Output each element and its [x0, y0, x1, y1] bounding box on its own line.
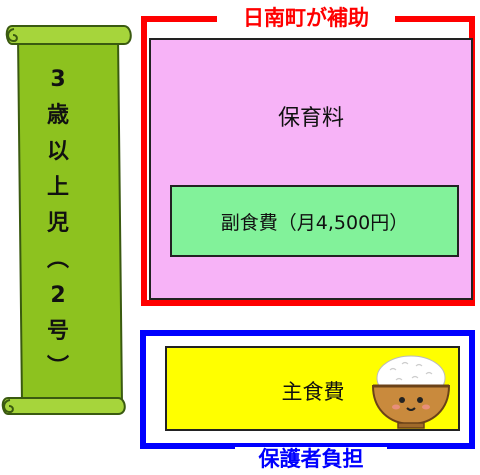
- category-char: ︵: [46, 247, 69, 272]
- rice-bowl-icon: [368, 352, 454, 430]
- childcare-fee-box: [149, 38, 473, 300]
- category-char: 以: [46, 139, 69, 164]
- side-dish-fee-box: 副食費（月4,500円）: [170, 185, 459, 257]
- category-char: 号: [46, 319, 69, 344]
- side-dish-fee-label: 副食費（月4,500円）: [220, 211, 409, 234]
- category-char: 上: [46, 175, 69, 200]
- category-label: 3 歳 以 上 児 ︵ 2 号 ︶: [30, 62, 86, 386]
- staple-food-fee-label: 主食費: [281, 380, 345, 404]
- category-char: 2: [50, 283, 66, 308]
- subsidy-title: 日南町が補助: [217, 4, 395, 32]
- childcare-fee-label: 保育料: [277, 106, 344, 131]
- category-char: ︶: [46, 355, 69, 380]
- guardian-title: 保護者負担: [235, 447, 387, 471]
- category-char: 児: [46, 211, 69, 236]
- guardian-frame: [140, 330, 475, 449]
- category-char: 歳: [46, 103, 69, 128]
- category-char: 3: [50, 67, 66, 92]
- category-scroll: 3 歳 以 上 児 ︵ 2 号 ︶: [0, 0, 140, 471]
- scroll-icon: [1, 25, 132, 415]
